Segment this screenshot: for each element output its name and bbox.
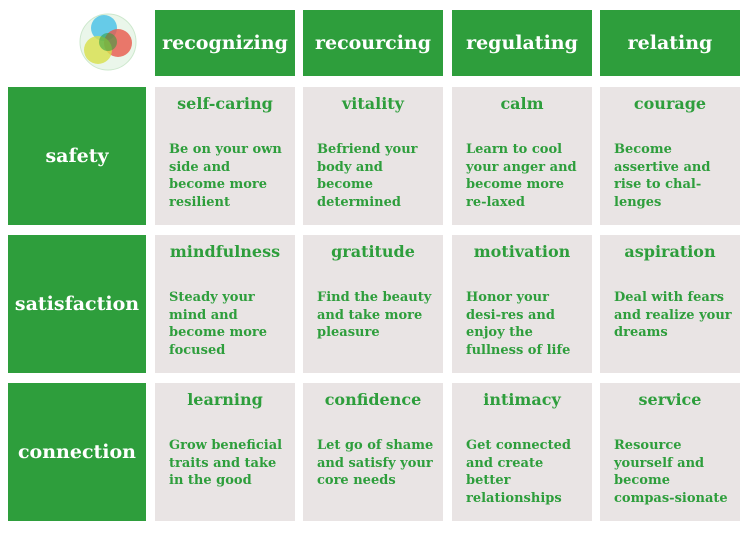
cell-description: Resource yourself and become compas-sion…	[614, 438, 728, 506]
column-header-recourcing: recourcing	[303, 10, 443, 76]
grid-cell: aspiration Deal with fears and realize y…	[600, 235, 740, 373]
cell-title: aspiration	[624, 242, 716, 261]
grid-cell: calm Learn to cool your anger and become…	[452, 87, 592, 225]
grid-cell: learning Grow beneficial traits and take…	[155, 383, 295, 521]
cell-title: learning	[187, 390, 263, 409]
cell-description: Honor your desi-res and enjoy the fullne…	[466, 290, 571, 358]
cell-description: Be on your own side and become more resi…	[169, 142, 282, 210]
column-header-recognizing: recognizing	[155, 10, 295, 76]
cell-description: Deal with fears and realize your dreams	[614, 290, 732, 340]
cell-title: calm	[500, 94, 544, 113]
grid-cell: gratitude Find the beauty and take more …	[303, 235, 443, 373]
cell-title: self-caring	[177, 94, 273, 113]
cell-description: Get connected and create better relation…	[466, 438, 571, 506]
grid-cell: mindfulness Steady your mind and become …	[155, 235, 295, 373]
grid-cell: self-caring Be on your own side and beco…	[155, 87, 295, 225]
cell-description: Find the beauty and take more pleasure	[317, 290, 432, 340]
cell-title: mindfulness	[169, 242, 281, 261]
column-header-regulating: regulating	[452, 10, 592, 76]
cell-title: service	[638, 390, 702, 409]
grid-cell: motivation Honor your desi-res and enjoy…	[452, 235, 592, 373]
grid-cell: intimacy Get connected and create better…	[452, 383, 592, 521]
cell-title: motivation	[473, 242, 571, 261]
cell-title: courage	[633, 94, 707, 113]
cell-description: Let go of shame and satisfy your core ne…	[317, 438, 434, 488]
cell-title: intimacy	[483, 390, 561, 409]
grid-cell: confidence Let go of shame and satisfy y…	[303, 383, 443, 521]
cell-description: Become assertive and rise to chal-lenges	[614, 142, 711, 210]
grid-cell: service Resource yourself and become com…	[600, 383, 740, 521]
cell-description: Steady your mind and become more focused	[169, 290, 268, 358]
cell-title: vitality	[342, 94, 404, 113]
row-header-satisfaction: satisfaction	[8, 235, 146, 373]
grid-cell: vitality Befriend your body and become d…	[303, 87, 443, 225]
cell-title: gratitude	[331, 242, 415, 261]
column-header-relating: relating	[600, 10, 740, 76]
row-header-safety: safety	[8, 87, 146, 225]
cell-title: confidence	[324, 390, 422, 409]
row-header-connection: connection	[8, 383, 146, 521]
cell-description: Grow beneficial traits and take in the g…	[169, 438, 283, 488]
grid-cell: courage Become assertive and rise to cha…	[600, 87, 740, 225]
cell-description: Befriend your body and become determined	[317, 142, 418, 210]
logo-circles-icon	[79, 13, 137, 71]
cell-description: Learn to cool your anger and become more…	[466, 142, 577, 210]
